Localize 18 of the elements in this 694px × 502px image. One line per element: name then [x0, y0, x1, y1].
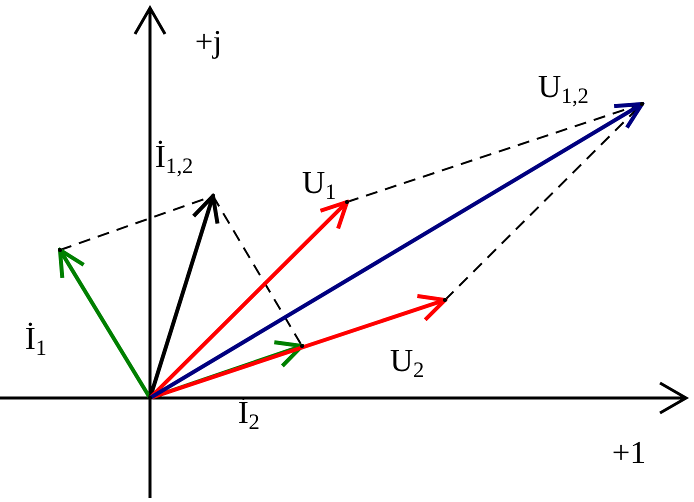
- vector-tip: [640, 102, 644, 106]
- vector-label: U$_{2}$: [390, 344, 424, 381]
- vector-tip: [300, 344, 304, 348]
- vector-label: U$_{1,2}$: [538, 70, 589, 107]
- vector-tip: [58, 248, 62, 252]
- vector-label: İ$_{1}$: [25, 322, 47, 359]
- vector-arrow: [149, 294, 447, 400]
- axis-label: +j: [195, 25, 222, 57]
- vector-tip: [211, 194, 215, 198]
- origin-point: [148, 396, 152, 400]
- vector-label: İ$_{1,2}$: [155, 140, 194, 177]
- vector-arrow: [148, 102, 644, 400]
- vector-tip: [345, 200, 349, 204]
- vector-arrow: [148, 194, 220, 399]
- axis-label: +1: [612, 436, 646, 468]
- vector-label: U$_{1}$: [302, 166, 336, 203]
- vector-tip: [443, 298, 447, 302]
- vector-arrow: [58, 248, 152, 400]
